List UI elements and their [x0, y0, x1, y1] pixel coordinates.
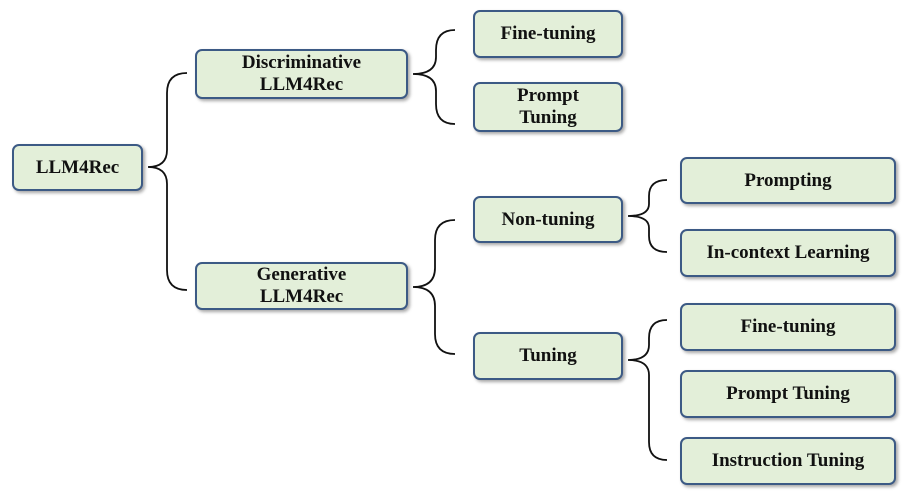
node-gen-fine-tuning: Fine-tuning: [680, 303, 896, 351]
node-non-tuning-label: Non-tuning: [501, 208, 595, 230]
node-generative-label-line1: Generative: [256, 264, 347, 285]
node-prompting-label: Prompting: [744, 169, 832, 191]
node-discriminative-label-line2: LLM4Rec: [259, 74, 344, 95]
node-generative-llm4rec: Generative LLM4Rec: [195, 262, 408, 310]
node-in-context-learning: In-context Learning: [680, 229, 896, 277]
node-tuning-label: Tuning: [519, 345, 577, 366]
bracket-root: [147, 72, 188, 291]
node-disc-fine-tuning: Fine-tuning: [473, 10, 623, 58]
bracket-generative: [412, 219, 456, 355]
node-instruction-tuning: Instruction Tuning: [680, 437, 896, 485]
node-discriminative-label-line1: Discriminative: [241, 52, 362, 73]
node-discriminative-llm4rec: Discriminative LLM4Rec: [195, 49, 408, 99]
bracket-tuning: [627, 319, 668, 461]
node-prompting: Prompting: [680, 157, 896, 204]
node-llm4rec-label: LLM4Rec: [35, 156, 120, 178]
node-non-tuning: Non-tuning: [473, 196, 623, 243]
bracket-non-tuning: [627, 179, 668, 253]
node-disc-prompt-label-line1: Prompt: [517, 85, 579, 106]
bracket-discriminative: [412, 29, 456, 125]
node-tuning: Tuning: [473, 332, 623, 380]
node-disc-prompt-label-line2: Tuning: [519, 107, 577, 128]
node-llm4rec: LLM4Rec: [12, 144, 143, 191]
node-gen-prompt-tuning: Prompt Tuning: [680, 370, 896, 418]
node-generative-label-line2: LLM4Rec: [259, 286, 344, 307]
node-instruction-tuning-label: Instruction Tuning: [711, 450, 865, 471]
node-gen-prompt-tuning-label: Prompt Tuning: [726, 383, 850, 404]
node-disc-fine-tuning-label: Fine-tuning: [500, 23, 596, 44]
node-disc-prompt-tuning: Prompt Tuning: [473, 82, 623, 132]
node-in-context-label: In-context Learning: [706, 242, 870, 263]
node-gen-fine-tuning-label: Fine-tuning: [740, 316, 836, 337]
